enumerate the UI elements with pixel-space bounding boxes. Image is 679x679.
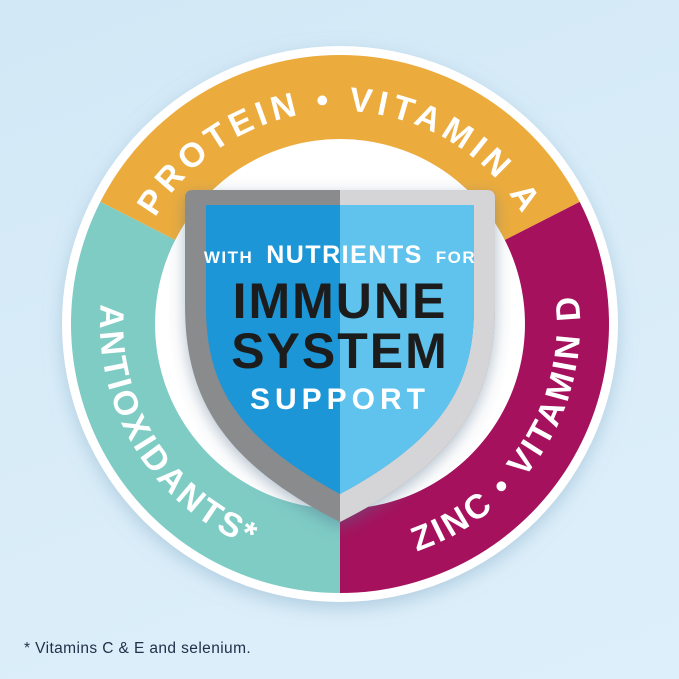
shield-line-system: SYSTEM bbox=[231, 323, 449, 379]
shield-line-immune: IMMUNE bbox=[233, 273, 448, 329]
ring-segments bbox=[70, 54, 610, 593]
ring-segment-protein-vitamin-a bbox=[100, 54, 580, 240]
ring-segment-antioxidants bbox=[70, 201, 340, 593]
shield-line-support: SUPPORT bbox=[250, 383, 430, 416]
ring-segment-zinc-vitamin-d bbox=[340, 201, 610, 593]
shield-line-with-nutrients-for: WITH NUTRIENTS FOR bbox=[204, 241, 476, 269]
footnote: * Vitamins C & E and selenium. bbox=[24, 640, 252, 657]
shield-fill-right bbox=[340, 205, 474, 494]
shield: WITH NUTRIENTS FOR IMMUNE SYSTEM SUPPORT bbox=[185, 190, 495, 522]
